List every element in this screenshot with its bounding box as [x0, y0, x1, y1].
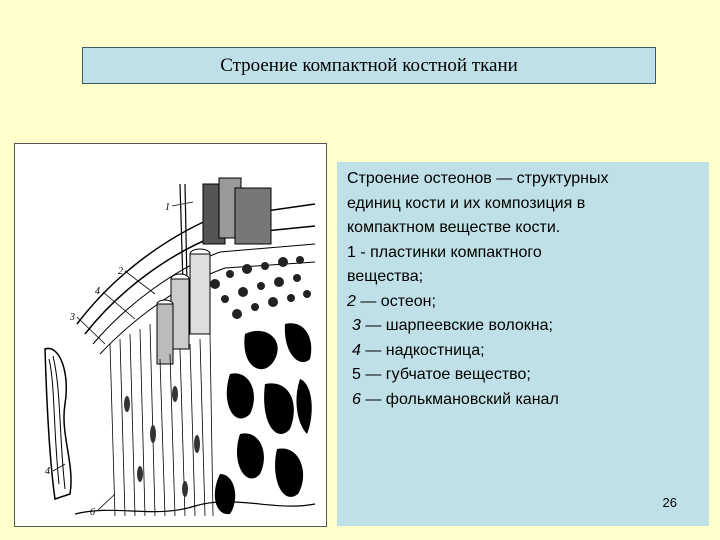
figure-label-6: 6	[90, 507, 95, 518]
intro-line: Строение остеонов — структурных	[347, 170, 609, 187]
legend-item-3: 3 — шарпеевские волокна;	[352, 317, 553, 334]
intro-line: компактном веществе кости.	[347, 219, 561, 236]
legend-item-1: 1 - пластинки компактного	[347, 243, 542, 261]
figure-label-4b: 4	[45, 466, 50, 477]
bone-illustration: 1 2 3 4 5 6 4	[33, 164, 316, 522]
legend-item-1-cont: вещества;	[347, 268, 424, 285]
slide-title: Строение компактной костной ткани	[220, 54, 518, 76]
bone-structure-figure: 1 2 3 4 5 6 4	[14, 143, 327, 527]
figure-label-1: 1	[165, 202, 170, 213]
legend-item-5: 5 — губчатое вещество;	[352, 366, 531, 383]
page-number: 26	[662, 495, 677, 510]
description-box: Строение остеонов — структурных единиц к…	[337, 162, 709, 410]
figure-label-5: 5	[295, 480, 300, 491]
intro-line: единиц кости и их композиция в	[347, 194, 586, 212]
page-number-box: 26	[337, 410, 709, 526]
title-box: Строение компактной костной ткани	[82, 47, 656, 84]
legend-item-4: 4 — надкостница;	[352, 341, 485, 359]
figure-label-3: 3	[69, 312, 75, 323]
legend-item-6: 6 — фолькмановский канал	[352, 390, 559, 408]
legend-item-2: 2 — остеон;	[347, 292, 436, 310]
figure-label-2: 2	[118, 266, 123, 277]
figure-label-4: 4	[95, 286, 100, 297]
